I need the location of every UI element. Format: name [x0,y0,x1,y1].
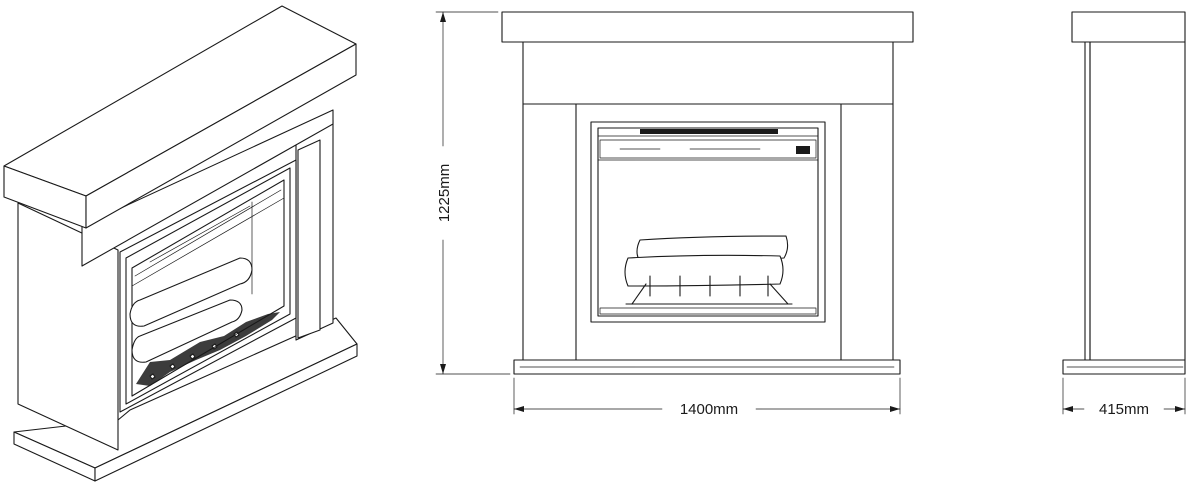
isometric-view [3,5,358,482]
iso-insert-frame-mid [125,167,291,405]
height-label: 1225mm [436,164,453,222]
front-insert-knob [796,146,810,154]
front-mantel [501,11,914,43]
dimension-height: 1225mm [435,11,511,375]
side-body [1089,41,1186,361]
dimension-width: 1400mm [513,377,901,418]
front-insert-outer [590,121,826,323]
side-back-panel [1084,41,1091,361]
front-insert-ember-bar [599,307,817,315]
iso-insert-grille-1 [134,189,282,277]
side-view [1062,11,1186,375]
front-opening [575,103,842,361]
width-arrow-right [890,406,900,412]
iso-right-leg-front [297,139,321,339]
depth-label: 415mm [1099,401,1149,418]
front-view [501,11,914,375]
iso-log-back [129,257,253,327]
front-grate [625,275,793,305]
height-arrow-bottom [440,364,446,374]
front-insert-grille [640,129,778,134]
iso-mantel-side [85,43,357,229]
iso-insert-inner-top [131,197,285,287]
depth-arrow-right [1175,406,1185,412]
dimension-depth: 415mm [1062,377,1186,418]
iso-insert-floor [131,305,285,397]
width-label: 1400mm [680,401,738,418]
front-insert-controls [599,139,817,159]
height-arrow-top [440,12,446,22]
front-insert-inner [597,127,819,317]
iso-ember-speckle [149,331,240,380]
depth-arrow-left [1063,406,1073,412]
iso-plinth-side [94,343,358,482]
iso-insert-grille-2 [149,205,251,263]
front-body [522,41,894,361]
side-mantel [1071,11,1186,43]
iso-log-front [131,299,243,363]
side-plinth [1062,359,1186,375]
iso-header-panel [81,109,334,267]
front-log-front [624,254,784,287]
width-arrow-left [514,406,524,412]
